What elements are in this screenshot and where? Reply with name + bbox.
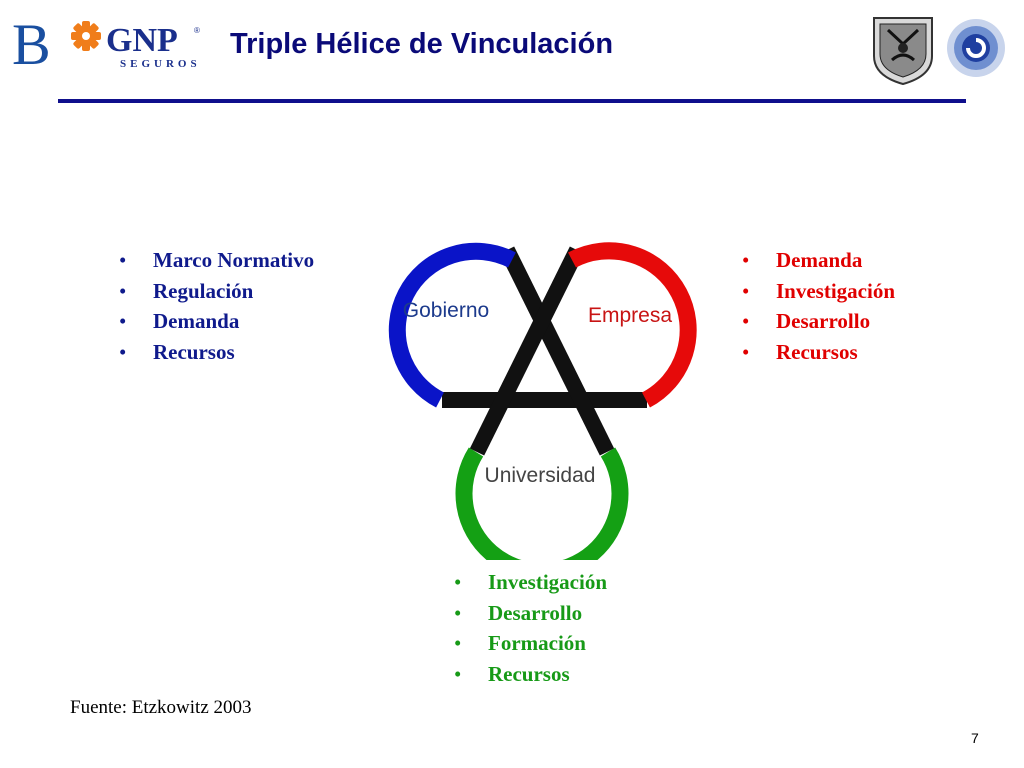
list-item: Investigación	[742, 276, 895, 307]
gnp-name: GNP	[106, 22, 178, 59]
empresa-label: Empresa	[588, 304, 672, 327]
list-item: Demanda	[742, 245, 895, 276]
list-item: Regulación	[119, 276, 314, 307]
title-divider	[58, 99, 966, 103]
gnp-logo: GNP ® SEGUROS	[71, 21, 201, 70]
gnp-registered-mark: ®	[194, 26, 200, 35]
list-item: Recursos	[454, 659, 607, 690]
page-title: Triple Hélice de Vinculación	[230, 28, 614, 60]
list-item: Desarrollo	[454, 598, 607, 629]
universidad-label: Universidad	[485, 464, 596, 487]
list-item: Demanda	[119, 306, 314, 337]
list-item: Marco Normativo	[119, 245, 314, 276]
universidad-loop	[455, 447, 629, 560]
b-logo-letter: B	[12, 12, 51, 74]
empresa-loop	[568, 242, 697, 408]
universidad-list: Investigación Desarrollo Formación Recur…	[454, 567, 607, 689]
list-item: Desarrollo	[742, 306, 895, 337]
gobierno-label: Gobierno	[403, 299, 489, 322]
list-item: Formación	[454, 628, 607, 659]
gnp-subtitle: SEGUROS	[120, 58, 201, 70]
list-item: Investigación	[454, 567, 607, 598]
gobierno-loop	[388, 242, 516, 408]
triple-helix-diagram: Gobierno Empresa Universidad	[388, 242, 697, 560]
helix-crossing-lines	[442, 246, 647, 456]
gnp-star-icon	[71, 21, 101, 51]
list-item: Recursos	[119, 337, 314, 368]
b-logo: B	[12, 12, 51, 74]
swirl-logo	[947, 19, 1005, 77]
empresa-list: Demanda Investigación Desarrollo Recurso…	[742, 245, 895, 367]
gobierno-list: Marco Normativo Regulación Demanda Recur…	[119, 245, 314, 367]
page-number: 7	[971, 730, 979, 746]
source-citation: Fuente: Etzkowitz 2003	[70, 697, 252, 718]
unam-shield-logo	[873, 17, 933, 86]
list-item: Recursos	[742, 337, 895, 368]
